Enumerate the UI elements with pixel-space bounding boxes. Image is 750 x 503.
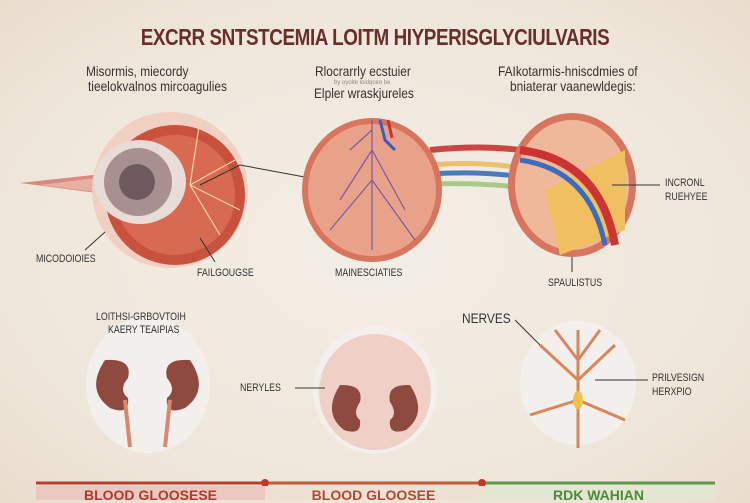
eye-label-b: FAILGOUGSE: [197, 267, 254, 279]
kidney-label-2: KAERY TEAIPIAS: [108, 324, 180, 336]
footer-item-3: RDK WAHIAN: [553, 487, 644, 503]
vessel-heading-2: Elpler wraskjureles: [314, 85, 414, 101]
eye-illustration: [20, 112, 311, 268]
tissue-label-b: RUEHYEE: [665, 191, 708, 203]
kidney-illustration-left: [86, 317, 210, 453]
page-title: EXCRR SNTSTCEMIA LOITM HIYPERISGLYCIULVA…: [140, 24, 610, 50]
nerve-tree-illustration: [514, 319, 648, 448]
vessel-circle: [302, 118, 442, 262]
tissue-label-c: SPAULISTUS: [548, 277, 603, 289]
nerves-heading: NERVES: [462, 310, 511, 326]
nerve-label-1: PRILVESIGN: [652, 372, 705, 384]
vessel-fine-print: by oyoite loidqceo be: [334, 80, 391, 86]
footer-item-1: BLOOD GLOOSESE: [83, 487, 217, 503]
middle-kidney-label: NERYLES: [240, 382, 281, 394]
footer-item-2: BLOOD GLOOSEE: [311, 487, 436, 503]
tissue-heading-1: FAIkotarmis-hniscdmies of: [498, 63, 638, 79]
vessel-label: MAINESCIATIES: [335, 267, 403, 279]
eye-heading-1: Misormis, miecordy: [86, 63, 189, 79]
nerve-label-2: HERXPIO: [652, 386, 692, 398]
tissue-label-a: INCRONL: [665, 177, 705, 189]
vessel-heading-1: Rlocrarrly ecstuier: [315, 63, 411, 79]
eye-heading-2: tieelokvalnos mircoagulies: [88, 78, 227, 94]
tissue-circle: [508, 113, 660, 272]
eye-label-a: MICODOIOIES: [36, 253, 96, 265]
kidney-illustration-middle: [295, 326, 437, 454]
tissue-heading-2: bniaterar vaanewldegis:: [510, 78, 636, 94]
kidney-label-1: LOITHSI-GRBOVTOIH: [96, 311, 186, 323]
